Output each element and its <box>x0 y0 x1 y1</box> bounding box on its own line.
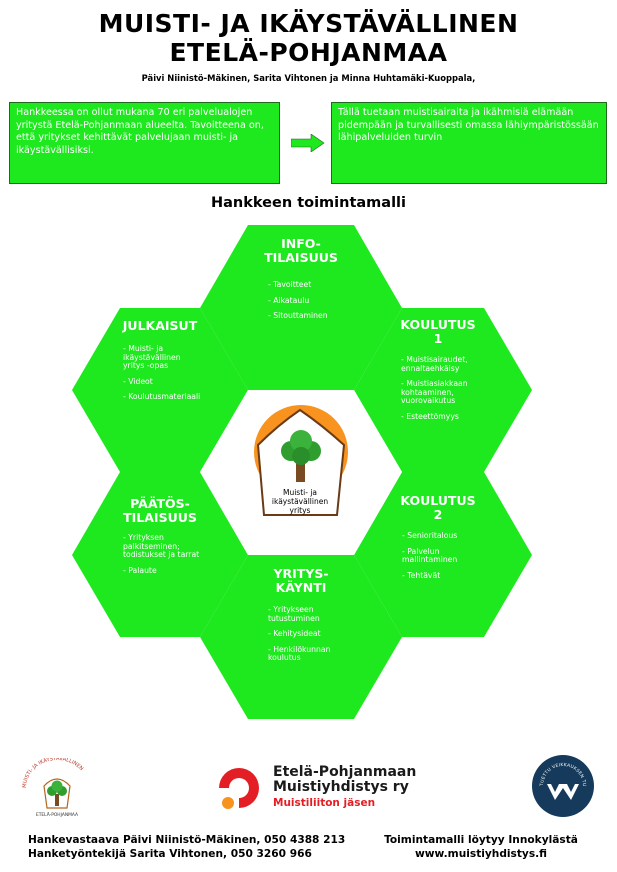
footer-contacts: Hankevastaava Päivi Niinistö-Mäkinen, 05… <box>28 833 345 861</box>
muistiyhdistys-logo-mark <box>219 768 259 809</box>
hex-paatos-title-2: TILAISUUS <box>123 509 197 525</box>
hex-koulutus2-title-2: 2 <box>433 506 443 522</box>
hex-koulutus1-title-2: 1 <box>433 330 443 346</box>
list-item: - Palaute <box>123 565 157 575</box>
center-label-2: ikäystävällinen <box>272 497 328 506</box>
hex-koulutus1-list: - Muistisairaudet, ennaltaehkäisy - Muis… <box>401 355 491 429</box>
tree-trunk <box>296 460 305 482</box>
hex-koulutus1-title-1: KOULUTUS <box>400 317 476 332</box>
hex-yrityskaynti <box>200 555 402 719</box>
diagram-title: Hankkeen toimintamalli <box>211 195 406 211</box>
authors: Päivi Niinistö-Mäkinen, Sarita Vihtonen … <box>141 73 476 83</box>
left-logo-bottom-text: ETELÄ-POHJANMAA <box>36 811 78 818</box>
center-logo: Muisti- ja ikäystävällinen yritys <box>254 405 348 516</box>
list-item: - Muistisairaudet, ennaltaehkäisy <box>401 355 468 373</box>
footer-contact-2: Hanketyöntekijä Sarita Vihtonen, 050 326… <box>28 848 312 860</box>
poster-title-line1: MUISTI- JA IKÄYSTÄVÄLLINEN <box>98 9 519 38</box>
list-item: - Koulutusmateriaali <box>123 392 201 402</box>
list-item: - Aikataulu <box>268 295 310 305</box>
ep-name-line2: Muistiyhdistys ry <box>273 779 409 795</box>
list-item: - Muistiasiakkaan kohtaaminen, vuorovaik… <box>401 379 468 406</box>
hex-julkaisut-title-1: JULKAISUT <box>122 318 198 333</box>
hex-paatos-title: PÄÄTÖS- TILAISUUS <box>105 497 215 524</box>
hex-info-title-1: INFO- <box>281 236 321 251</box>
list-item: - Yrityksen palkitseminen; todistukset j… <box>123 533 200 560</box>
hex-julkaisut-list: - Muisti- ja ikäystävällinen yritys -opa… <box>123 344 203 409</box>
right-arrow-icon <box>291 134 325 152</box>
ep-name-line1: Etelä-Pohjanmaan <box>273 764 417 780</box>
hex-koulutus2-title: KOULUTUS 2 <box>383 494 493 521</box>
muistiyhdistys-name: Etelä-Pohjanmaan Muistiyhdistys ry <box>273 765 416 795</box>
hex-info <box>200 225 402 390</box>
hex-yrityskaynti-list: - Yritykseen tutustuminen - Kehitysideat… <box>268 605 358 670</box>
list-item: - Palvelun mallintaminen <box>402 546 458 565</box>
footer-links: Toimintamalli löytyy Innokylästä www.mui… <box>372 833 590 861</box>
hex-yrityskaynti-title: YRITYS- KÄYNTI <box>241 567 361 594</box>
hex-info-list: - Tavoitteet - Aikataulu - Sitouttaminen <box>268 280 358 328</box>
list-item: - Tavoitteet <box>268 280 312 289</box>
intro-box-left: Hankkeessa on ollut mukana 70 eri palvel… <box>9 102 280 184</box>
footer-innokyla-text: Toimintamalli löytyy Innokylästä <box>384 834 578 846</box>
hex-info-title: INFO- TILAISUUS <box>241 237 361 264</box>
hex-julkaisut <box>72 308 248 472</box>
list-item: - Videot <box>123 376 153 386</box>
hex-yrityskaynti-title-2: KÄYNTI <box>275 579 327 595</box>
hex-paatos <box>72 472 248 637</box>
hex-koulutus1 <box>354 308 532 472</box>
hex-paatos-list: - Yrityksen palkitseminen; todistukset j… <box>123 533 205 582</box>
poster-title-line2: ETELÄ-POHJANMAA <box>169 38 448 67</box>
intro-left-text: Hankkeessa on ollut mukana 70 eri palvel… <box>16 107 264 156</box>
center-label-3: yritys <box>290 506 311 515</box>
list-item: - Sitouttaminen <box>268 311 328 321</box>
intro-right-text: Tällä tuetaan muistisairaita ja ikähmisi… <box>338 107 599 143</box>
muistiliitto-member-text: Muistiliiton jäsen <box>273 797 376 809</box>
footer-contact-1: Hankevastaava Päivi Niinistö-Mäkinen, 05… <box>28 834 346 846</box>
hex-paatos-title-1: PÄÄTÖS- <box>130 496 190 511</box>
footer-website-link[interactable]: www.muistiyhdistys.fi <box>414 848 548 860</box>
center-label-1: Muisti- ja <box>283 488 317 497</box>
hex-koulutus2-title-1: KOULUTUS <box>400 493 476 508</box>
muisti-ikaystavallinen-logo: MUISTI- JA IKÄYSTÄVÄLLINEN ETELÄ-POHJANM… <box>22 758 84 818</box>
hex-yrityskaynti-title-1: YRITYS- <box>273 566 329 581</box>
list-item: - Henkilökunnan koulutus <box>268 644 331 663</box>
list-item: - Muisti- ja ikäystävällinen yritys -opa… <box>123 344 181 371</box>
list-item: - Tehtävät <box>402 570 441 580</box>
hex-koulutus2 <box>354 472 532 637</box>
hex-info-title-2: TILAISUUS <box>264 249 338 265</box>
hex-koulutus1-title: KOULUTUS 1 <box>383 318 493 345</box>
hex-koulutus2-list: - Senioritalous - Palvelun mallintaminen… <box>402 531 490 587</box>
intro-box-right: Tällä tuetaan muistisairaita ja ikähmisi… <box>331 102 607 184</box>
list-item: - Yritykseen tutustuminen <box>268 605 320 623</box>
list-item: - Kehitysideat <box>268 629 321 639</box>
veikkaus-badge-icon: TUETTU VEIKKAUKSEN TUOTOILLA <box>531 754 594 817</box>
hex-julkaisut-title: JULKAISUT <box>105 319 215 333</box>
list-item: - Esteettömyys <box>401 411 459 421</box>
list-item: - Senioritalous <box>402 531 458 540</box>
